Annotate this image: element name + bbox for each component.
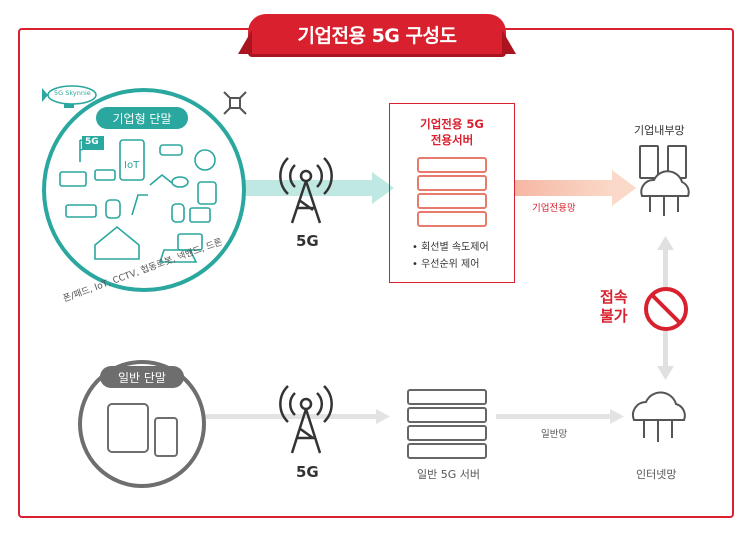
enterprise-server-box: 기업전용 5G 전용서버 • 회선별 속도제어 • 우선순위 제어 xyxy=(389,103,515,283)
internet-label: 인터넷망 xyxy=(636,468,677,481)
diagram-title: 기업전용 5G 구성도 xyxy=(248,14,506,54)
bullet-text: 회선별 속도제어 xyxy=(421,242,489,253)
bullet-item: • 회선별 속도제어 xyxy=(412,242,489,253)
tower-bottom-label: 5G xyxy=(296,463,319,481)
enterprise-flow-arrow xyxy=(515,170,636,206)
diagram-title-text: 기업전용 5G 구성도 xyxy=(297,24,457,47)
enterprise-terminal-label-text: 기업형 단말 xyxy=(112,111,172,126)
drone-icon xyxy=(223,91,247,115)
iot-label: IoT xyxy=(124,160,140,171)
enterprise-link-label: 기업전용망 xyxy=(532,203,576,214)
general-link-label: 일반망 xyxy=(541,429,568,440)
enterprise-server-icon xyxy=(417,157,487,227)
enterprise-terminal-label: 기업형 단말 xyxy=(96,107,188,129)
teal-flow-arrow xyxy=(236,172,394,204)
enterprise-server-title: 기업전용 5G 전용서버 xyxy=(390,116,514,148)
enterprise-server-bullets: • 회선별 속도제어 • 우선순위 제어 xyxy=(412,239,489,273)
enterprise-server-title-line2: 전용서버 xyxy=(430,133,474,147)
general-server-icon xyxy=(407,389,487,459)
general-terminal-circle xyxy=(78,360,206,488)
blimp-icon xyxy=(42,85,97,108)
device-icons-cluster xyxy=(59,139,217,263)
general-flow-arrow-1 xyxy=(196,409,390,424)
blimp-text: 5G Skynnie xyxy=(54,89,91,97)
general-flow-arrow-2 xyxy=(496,409,624,424)
cell-tower-bottom-icon xyxy=(279,385,333,454)
flag-icon xyxy=(82,136,104,150)
bullet-text: 우선순위 제어 xyxy=(421,259,480,270)
tower-top-label: 5G xyxy=(296,232,319,250)
enterprise-network-icon xyxy=(639,145,690,216)
general-terminal-label-text: 일반 단말 xyxy=(118,370,166,385)
bullet-item: • 우선순위 제어 xyxy=(412,259,480,270)
enterprise-internal-label: 기업내부망 xyxy=(634,124,685,137)
no-access-label: 접속 불가 xyxy=(600,288,628,326)
cell-tower-top-icon xyxy=(279,157,333,224)
general-server-label: 일반 5G 서버 xyxy=(417,468,480,481)
internet-cloud-icon xyxy=(632,391,686,442)
general-terminal-label: 일반 단말 xyxy=(100,366,184,388)
enterprise-server-title-line1: 기업전용 5G xyxy=(420,117,484,131)
prohibited-icon xyxy=(644,287,688,331)
no-access-line1: 접속 xyxy=(600,288,628,306)
badge-5g: 5G xyxy=(85,137,99,147)
no-access-line2: 불가 xyxy=(600,307,628,325)
